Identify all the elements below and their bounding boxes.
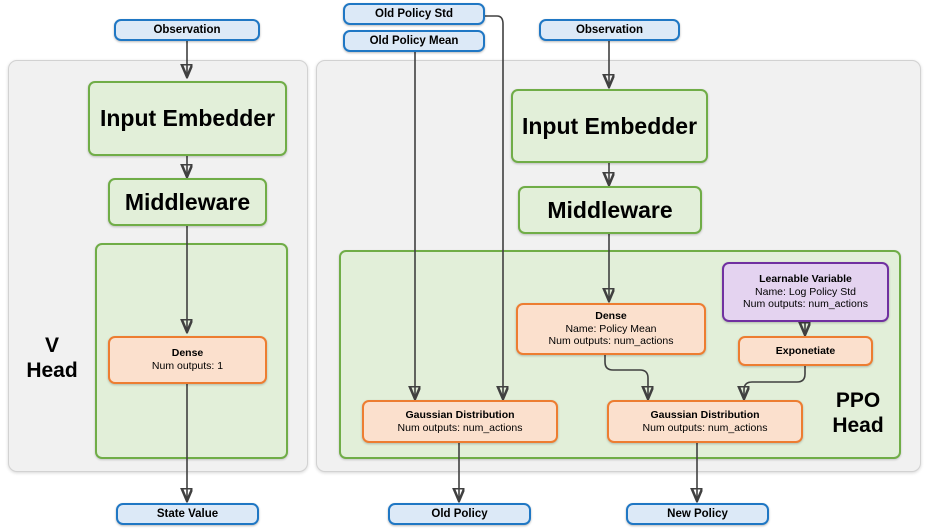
ppo-gaussian-old-sub: Num outputs: num_actions: [397, 421, 523, 434]
v-middleware-label: Middleware: [124, 188, 251, 215]
input-old-policy-mean[interactable]: Old Policy Mean: [343, 30, 485, 52]
output-new-policy[interactable]: New Policy: [626, 503, 769, 525]
ppo-dense-name: Name: Policy Mean: [565, 322, 657, 335]
ppo-middleware[interactable]: Middleware: [518, 186, 702, 234]
ppo-dense-sub: Num outputs: num_actions: [548, 335, 674, 348]
ppo-learnable-variable-name: Name: Log Policy Std: [755, 285, 856, 298]
input-old-policy-mean-label: Old Policy Mean: [369, 34, 459, 47]
ppo-gaussian-distribution-new[interactable]: Gaussian Distribution Num outputs: num_a…: [607, 400, 803, 443]
ppo-exponetiate-label: Exponetiate: [775, 344, 836, 357]
ppo-input-embedder-label: Input Embedder: [521, 112, 698, 139]
input-observation-ppo[interactable]: Observation: [539, 19, 680, 41]
input-old-policy-std[interactable]: Old Policy Std: [343, 3, 485, 25]
ppo-gaussian-new-title: Gaussian Distribution: [650, 408, 760, 421]
ppo-dense-policy-mean[interactable]: Dense Name: Policy Mean Num outputs: num…: [516, 303, 706, 355]
ppo-learnable-variable-title: Learnable Variable: [759, 272, 852, 285]
ppo-head-label-line2: Head: [832, 413, 884, 437]
output-new-policy-label: New Policy: [667, 507, 728, 520]
input-observation-ppo-label: Observation: [575, 23, 644, 36]
ppo-learnable-variable[interactable]: Learnable Variable Name: Log Policy Std …: [722, 262, 889, 322]
v-input-embedder-label: Input Embedder: [99, 105, 276, 132]
v-dense-title: Dense: [171, 347, 204, 360]
v-input-embedder[interactable]: Input Embedder: [88, 81, 287, 156]
ppo-learnable-variable-sub: Num outputs: num_actions: [743, 298, 868, 311]
ppo-exponetiate[interactable]: Exponetiate: [738, 336, 873, 366]
ppo-head-label: PPO Head: [820, 389, 896, 439]
v-head-label-line1: V: [44, 334, 59, 357]
ppo-gaussian-distribution-old[interactable]: Gaussian Distribution Num outputs: num_a…: [362, 400, 558, 443]
output-state-value[interactable]: State Value: [116, 503, 259, 525]
ppo-input-embedder[interactable]: Input Embedder: [511, 89, 708, 163]
output-state-value-label: State Value: [156, 507, 219, 520]
ppo-head-label-line1: PPO: [835, 389, 881, 412]
v-head-label: V Head: [16, 334, 88, 384]
output-old-policy-label: Old Policy: [431, 507, 488, 520]
input-observation-v-label: Observation: [153, 23, 221, 36]
ppo-dense-title: Dense: [595, 309, 627, 322]
v-dense-sub: Num outputs: 1: [151, 360, 224, 372]
ppo-gaussian-old-title: Gaussian Distribution: [405, 408, 515, 421]
v-dense[interactable]: Dense Num outputs: 1: [108, 336, 267, 384]
input-observation-v[interactable]: Observation: [114, 19, 260, 41]
ppo-middleware-label: Middleware: [547, 196, 673, 223]
ppo-gaussian-new-sub: Num outputs: num_actions: [642, 421, 768, 434]
v-middleware[interactable]: Middleware: [108, 178, 267, 226]
input-old-policy-std-label: Old Policy Std: [375, 7, 453, 20]
output-old-policy[interactable]: Old Policy: [388, 503, 531, 525]
v-head-label-line2: Head: [26, 358, 78, 382]
